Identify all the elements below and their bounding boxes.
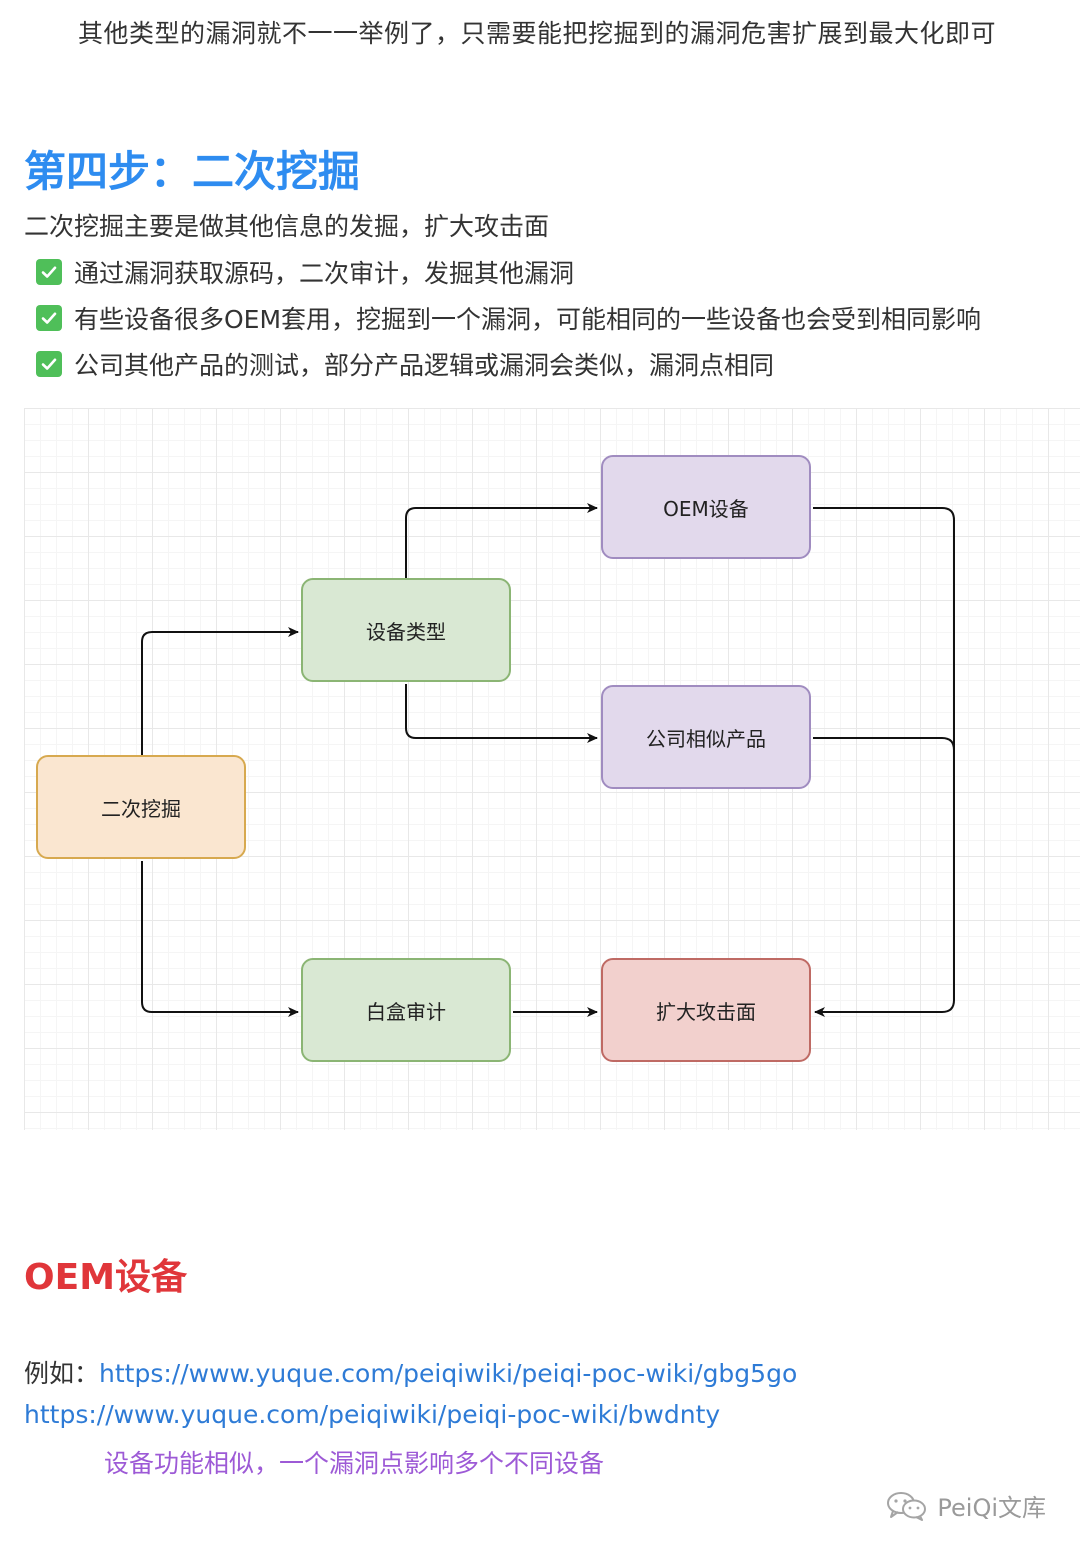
- node-device-type-label: 设备类型: [366, 619, 446, 644]
- intro-text: 其他类型的漏洞就不一一举例了，只需要能把挖掘到的漏洞危害扩展到最大化即可: [78, 19, 997, 48]
- node-expand-label: 扩大攻击面: [656, 999, 756, 1024]
- edge-similar-to-expand: [813, 737, 955, 751]
- watermark: PeiQi文库: [885, 1488, 1046, 1523]
- watermark-label: PeiQi文库: [937, 1494, 1046, 1522]
- node-oem: OEM设备: [601, 455, 811, 559]
- checklist-item-label: 公司其他产品的测试，部分产品逻辑或漏洞会类似，漏洞点相同: [74, 351, 775, 380]
- edge-root-to-device-type: [141, 627, 299, 755]
- node-root-label: 二次挖掘: [101, 796, 181, 821]
- edge-device-type-to-similar: [405, 684, 598, 743]
- example-link-2[interactable]: https://www.yuque.com/peiqiwiki/peiqi-po…: [24, 1400, 721, 1429]
- edge-device-type-to-oem: [405, 503, 598, 578]
- flow-diagram: 二次挖掘 设备类型 OEM设备 公司相似产品 白盒审计 扩大攻击面: [24, 408, 1080, 1130]
- node-similar-products: 公司相似产品: [601, 685, 811, 789]
- diagram-connectors: [141, 503, 955, 1017]
- checklist-item: 公司其他产品的测试，部分产品逻辑或漏洞会类似，漏洞点相同: [36, 348, 774, 380]
- node-root: 二次挖掘: [36, 755, 246, 859]
- edge-oem-to-expand: [813, 507, 955, 1017]
- wechat-icon: [887, 1491, 927, 1521]
- checklist-item: 有些设备很多OEM套用，挖掘到一个漏洞，可能相同的一些设备也会受到相同影响: [36, 302, 981, 334]
- node-whitebox-label: 白盒审计: [366, 999, 446, 1024]
- example-prefix: 例如：: [24, 1359, 100, 1388]
- section-description: 二次挖掘主要是做其他信息的发掘，扩大攻击面: [24, 212, 550, 241]
- oem-heading: OEM设备: [24, 1257, 188, 1298]
- checklist-item-label: 有些设备很多OEM套用，挖掘到一个漏洞，可能相同的一些设备也会受到相同影响: [74, 305, 982, 334]
- checklist-item: 通过漏洞获取源码，二次审计，发掘其他漏洞: [36, 256, 574, 288]
- node-expand: 扩大攻击面: [601, 958, 811, 1062]
- example-line: 例如：https://www.yuque.com/peiqiwiki/peiqi…: [24, 1354, 797, 1390]
- node-oem-label: OEM设备: [663, 496, 749, 521]
- edge-root-to-whitebox: [141, 861, 299, 1017]
- check-square-icon: [36, 259, 62, 285]
- check-square-icon: [36, 351, 62, 377]
- node-whitebox: 白盒审计: [301, 958, 511, 1062]
- check-square-icon: [36, 305, 62, 331]
- example-link-1[interactable]: https://www.yuque.com/peiqiwiki/peiqi-po…: [99, 1359, 798, 1388]
- section-heading: 第四步：二次挖掘: [24, 147, 361, 196]
- node-similar-products-label: 公司相似产品: [646, 726, 766, 751]
- checklist-item-label: 通过漏洞获取源码，二次审计，发掘其他漏洞: [74, 259, 575, 288]
- node-device-type: 设备类型: [301, 578, 511, 682]
- oem-note: 设备功能相似，一个漏洞点影响多个不同设备: [104, 1449, 605, 1478]
